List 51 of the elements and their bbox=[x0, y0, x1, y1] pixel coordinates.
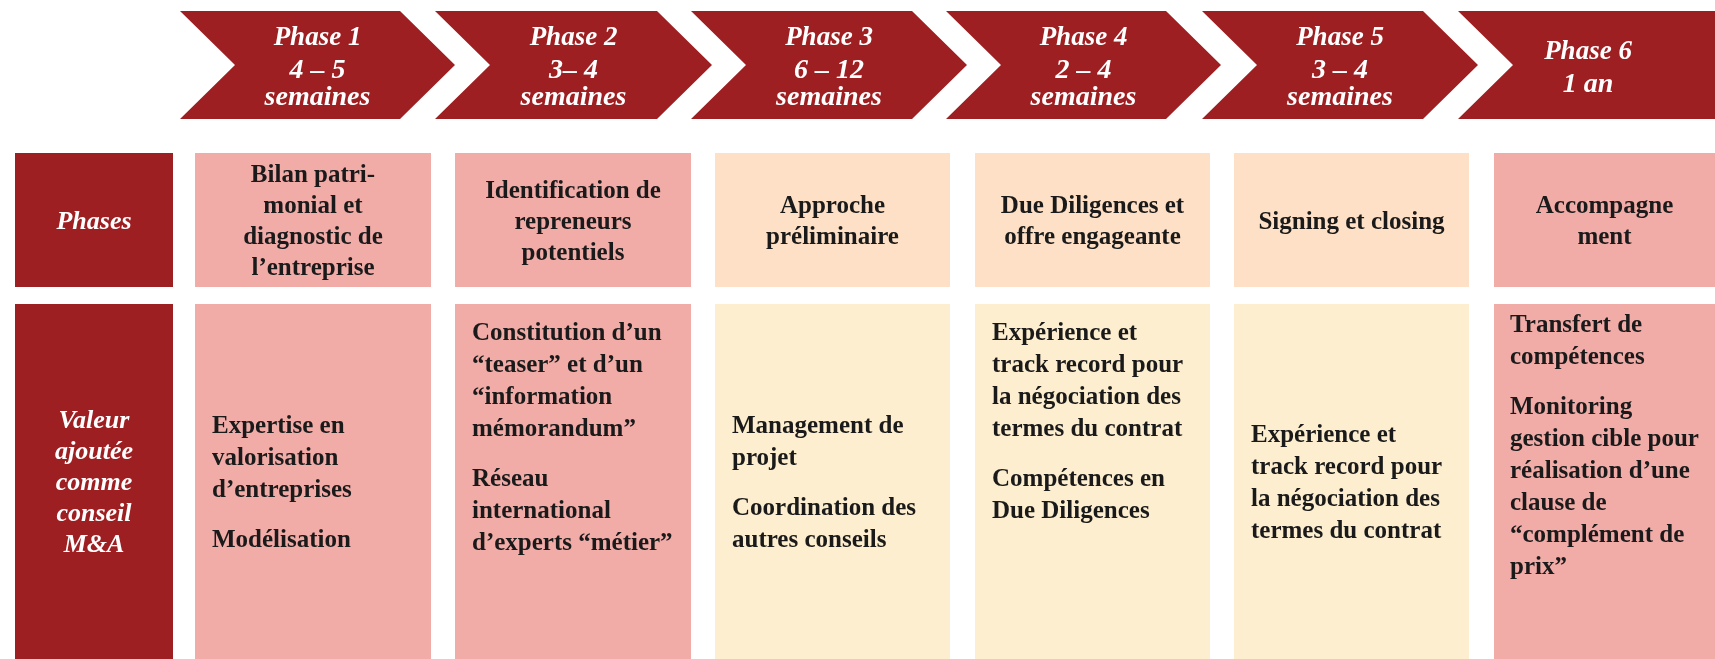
value-box bbox=[195, 304, 431, 659]
value-text: Constitution d’un “teaser” et d’un “information mémorandum” bbox=[472, 317, 663, 443]
phase-banner bbox=[946, 11, 1221, 119]
duration-text: 2 – 4 semaines bbox=[1029, 55, 1138, 109]
duration-text: 3 – 4 semaines bbox=[1286, 55, 1394, 109]
row-header-text: Valeur ajoutée comme conseil M&A bbox=[54, 404, 134, 559]
phase-title: Phase 5 bbox=[1296, 21, 1384, 51]
duration-text: 1 an bbox=[1562, 68, 1614, 96]
phase-box bbox=[975, 153, 1210, 287]
value-text: Transfert de compétences bbox=[1510, 309, 1646, 371]
row-header-text: Phases bbox=[56, 204, 132, 236]
phase-name: Accompagne ment bbox=[1534, 190, 1675, 251]
phase-box bbox=[1234, 153, 1469, 287]
duration-text: 4 – 5 semaines bbox=[263, 55, 372, 109]
value-box bbox=[455, 304, 691, 659]
value-box bbox=[1234, 304, 1469, 659]
phase-title: Phase 1 bbox=[273, 21, 362, 51]
phase-box bbox=[195, 153, 431, 287]
value-box bbox=[975, 304, 1210, 659]
phase-banner bbox=[180, 11, 455, 119]
value-text: Compétences en Due Diligences bbox=[992, 463, 1166, 525]
phase-title: Phase 6 bbox=[1544, 34, 1632, 65]
phase-name: Bilan patri- monial et diagnostic de l’entreprise bbox=[242, 159, 384, 282]
phase-title: Phase 3 bbox=[785, 21, 873, 51]
phase-box bbox=[715, 153, 950, 287]
phase-name: Approche préliminaire bbox=[765, 190, 900, 251]
value-box bbox=[715, 304, 950, 659]
row-header bbox=[15, 304, 173, 659]
duration-text: 6 – 12 semaines bbox=[775, 55, 883, 109]
phase-banner bbox=[691, 11, 967, 119]
phase-banner bbox=[1202, 11, 1478, 119]
phase-name: Identification de repreneurs potentiels bbox=[484, 174, 662, 267]
duration-text: 3– 4 semaines bbox=[519, 55, 628, 109]
value-text: Expérience et track record pour la négociation des termes du contrat bbox=[992, 317, 1184, 443]
phase-title: Phase 4 bbox=[1039, 21, 1128, 51]
value-text: Expertise en valorisation d’entreprises bbox=[212, 409, 353, 504]
phase-box bbox=[455, 153, 691, 287]
value-text: Modélisation bbox=[212, 523, 352, 554]
phase-name: Signing et closing bbox=[1258, 205, 1445, 236]
value-box bbox=[1494, 304, 1715, 659]
value-text: Management de projet bbox=[732, 409, 905, 472]
phase-box bbox=[1494, 153, 1715, 287]
phase-banner bbox=[435, 11, 712, 119]
phase-title: Phase 2 bbox=[529, 21, 618, 51]
value-text: Expérience et track record pour la négociation des termes du contrat bbox=[1251, 418, 1443, 545]
phase-name: Due Diligences et offre engageante bbox=[999, 190, 1186, 251]
row-header bbox=[15, 153, 173, 287]
value-text: Coordination des autres conseils bbox=[732, 491, 918, 554]
value-text: Réseau international d’experts “métier” bbox=[472, 463, 674, 557]
value-text: Monitoring gestion cible pour réalisation d’une clause de “complément de prix” bbox=[1510, 391, 1700, 581]
phase-banner bbox=[1458, 11, 1715, 119]
